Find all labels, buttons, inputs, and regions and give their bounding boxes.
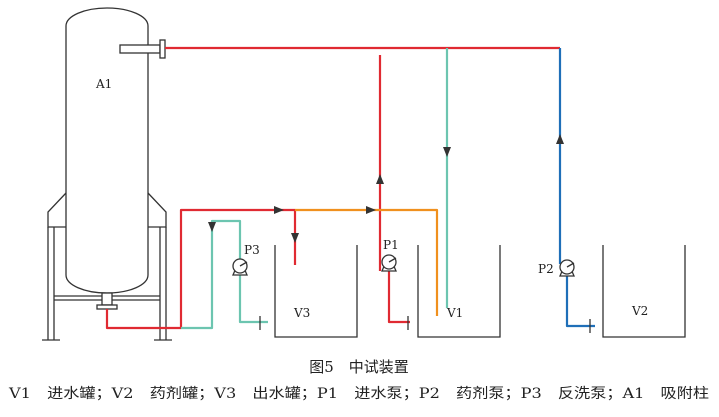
pipelines <box>105 46 595 330</box>
red-pipe-outlet <box>105 208 297 330</box>
tank-v2-label: V2 <box>631 304 648 318</box>
tank-v2 <box>602 245 686 338</box>
pump-p2-label: P2 <box>538 262 554 276</box>
tank-v1 <box>417 245 501 338</box>
arrow-teal-down-left <box>208 222 216 232</box>
column-outlet-pipe <box>119 44 161 54</box>
arrow-red-up <box>376 174 384 184</box>
tank-v3 <box>274 245 358 338</box>
figure-legend: V1 进水罐；V2 药剂罐；V3 出水罐；P1 进水泵；P2 药剂泵；P3 反洗… <box>8 386 709 402</box>
pump-p2 <box>559 259 575 277</box>
pump-p3 <box>232 258 248 276</box>
teal-pipe-backwash <box>181 219 268 330</box>
orange-pipe <box>295 208 439 316</box>
arrow-red-right-1 <box>274 206 284 214</box>
adsorption-column <box>42 7 172 341</box>
tank-v1-label: V1 <box>446 306 463 320</box>
flow-arrows <box>208 134 564 243</box>
column-bottom-flange <box>96 304 118 310</box>
arrow-teal-down-right <box>443 147 451 157</box>
column-outlet-flange <box>159 39 166 59</box>
column-bottom-outlet <box>101 292 113 306</box>
tank-v3-label: V3 <box>293 306 310 320</box>
column-label: A1 <box>95 77 112 91</box>
arrow-orange-right <box>366 206 376 214</box>
red-pipe-inlet <box>165 46 560 324</box>
pump-p1-label: P1 <box>383 238 399 252</box>
pump-p3-label: P3 <box>244 243 260 257</box>
tanks <box>274 245 686 338</box>
blue-pipe-dosing <box>558 48 595 328</box>
pump-p1 <box>381 254 397 272</box>
tank-inlet-ticks <box>259 316 591 333</box>
arrow-red-down <box>291 233 299 243</box>
figure-caption: 图5 中试装置 <box>309 358 409 376</box>
arrow-blue-up <box>556 134 564 144</box>
pumps <box>232 254 575 277</box>
